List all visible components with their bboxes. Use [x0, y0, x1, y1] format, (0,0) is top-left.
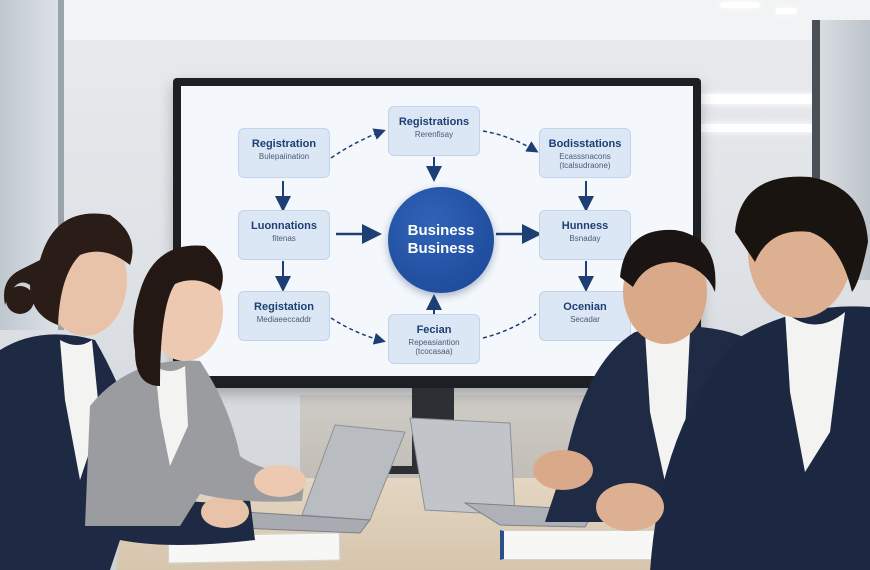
business-hub-circle: Business Business [388, 187, 494, 293]
node-subtitle: fitenas [272, 234, 296, 243]
node-title: Registation [254, 301, 314, 313]
ceiling-light [700, 94, 860, 104]
diagram-node: Registation Mediaeeccaddr [238, 291, 330, 341]
ceiling-light [700, 124, 860, 132]
ceiling-light [720, 2, 760, 8]
diagram-node: Bodisstations Ecasssnacons (tcalsudraone… [539, 128, 631, 178]
hub-label-line2: Business [407, 240, 475, 257]
node-title: Bodisstations [548, 138, 622, 150]
ceiling-light [775, 8, 797, 14]
diagram-node: Registrations Rerenfisay [388, 106, 480, 156]
node-title: Ocenian [563, 301, 607, 313]
arrow-dashed [330, 128, 386, 159]
node-title: Fecian [416, 324, 452, 336]
node-title: Hunness [561, 220, 609, 232]
presentation-monitor: Registration Bulepaiination Registration… [173, 78, 701, 388]
node-title: Registrations [398, 116, 470, 128]
diagram-node: Ocenian Secadar [539, 291, 631, 341]
laptop-left [240, 424, 406, 534]
diagram-node: Hunness Bsnaday [539, 210, 631, 260]
node-title: Registration [251, 138, 317, 150]
node-subtitle: Rerenfisay [414, 130, 454, 139]
diagram-node: Luonnations fitenas [238, 210, 330, 260]
arrow-dashed [482, 313, 537, 339]
diagram-node: Registration Bulepaiination [238, 128, 330, 178]
diagram-arrows [275, 128, 594, 345]
arrow-dashed [330, 317, 386, 345]
node-subtitle: Bsnaday [569, 234, 601, 243]
node-subtitle: Repeasiantion (tcocasaa) [408, 338, 460, 356]
person-man-right [596, 176, 870, 570]
node-subtitle: Ecasssnacons (tcalsudraone) [559, 152, 611, 170]
node-subtitle: Mediaeeccaddr [256, 315, 312, 324]
person-woman-grey-blazer [85, 245, 306, 526]
clipboard-document [500, 530, 663, 560]
node-subtitle: Bulepaiination [258, 152, 310, 161]
node-subtitle: Secadar [570, 315, 600, 324]
hub-label-line1: Business [407, 222, 475, 239]
arrow-dashed [482, 130, 539, 153]
monitor-screen: Registration Bulepaiination Registration… [181, 86, 693, 376]
diagram-node: Fecian Repeasiantion (tcocasaa) [388, 314, 480, 364]
node-title: Luonnations [251, 220, 317, 232]
